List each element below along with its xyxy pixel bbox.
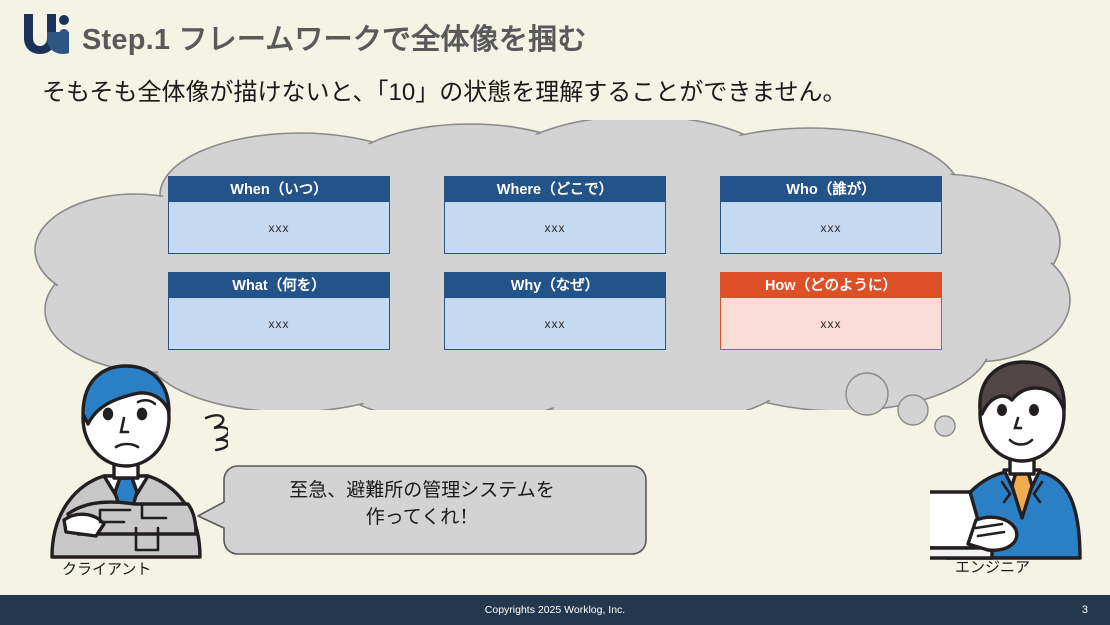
page-title: Step.1 フレームワークで全体像を掴む [82, 24, 587, 56]
client-label: クライアント [62, 561, 152, 578]
card-what-body: xxx [168, 298, 390, 350]
card-why-body: xxx [444, 298, 666, 350]
speech-line-1: 至急、避難所の管理システムを [289, 480, 555, 501]
card-what[interactable]: What（何を） xxx [168, 272, 390, 350]
card-where-body: xxx [444, 202, 666, 254]
client-person-icon [38, 352, 230, 562]
card-when[interactable]: When（いつ） xxx [168, 176, 390, 254]
client-speech-bubble [196, 462, 648, 562]
footer-page-number: 3 [1081, 604, 1088, 616]
thought-bubble-dots [845, 372, 965, 447]
card-where-title: Where（どこで） [444, 176, 666, 202]
card-who[interactable]: Who（誰が） xxx [720, 176, 942, 254]
card-when-body: xxx [168, 202, 390, 254]
card-how-title: How（どのように） [720, 272, 942, 298]
slide-header: Step.1 フレームワークで全体像を掴む [0, 0, 1110, 64]
card-what-title: What（何を） [168, 272, 390, 298]
engineer-label: エンジニア [955, 559, 1031, 576]
card-why-title: Why（なぜ） [444, 272, 666, 298]
card-who-title: Who（誰が） [720, 176, 942, 202]
card-who-body: xxx [720, 202, 942, 254]
card-where[interactable]: Where（どこで） xxx [444, 176, 666, 254]
card-when-title: When（いつ） [168, 176, 390, 202]
card-how-body: xxx [720, 298, 942, 350]
card-how[interactable]: How（どのように） xxx [720, 272, 942, 350]
engineer-person-icon [894, 352, 1106, 564]
frustration-scribble-icon [204, 414, 230, 452]
client-speech-text: 至急、避難所の管理システムを 作ってくれ！ [236, 478, 608, 532]
speech-line-2: 作ってくれ！ [365, 506, 479, 528]
worklog-u-logo-icon [20, 12, 72, 56]
footer-copyright: Copyrights 2025 Worklog, Inc. [484, 604, 626, 616]
page-subtitle: そもそも全体像が描けないと、「10」の状態を理解することができません。 [42, 79, 847, 106]
slide-footer: Copyrights 2025 Worklog, Inc. 3 [0, 595, 1110, 625]
five-w-one-h-grid: When（いつ） xxx Where（どこで） xxx Who（誰が） xxx … [168, 176, 954, 358]
card-why[interactable]: Why（なぜ） xxx [444, 272, 666, 350]
